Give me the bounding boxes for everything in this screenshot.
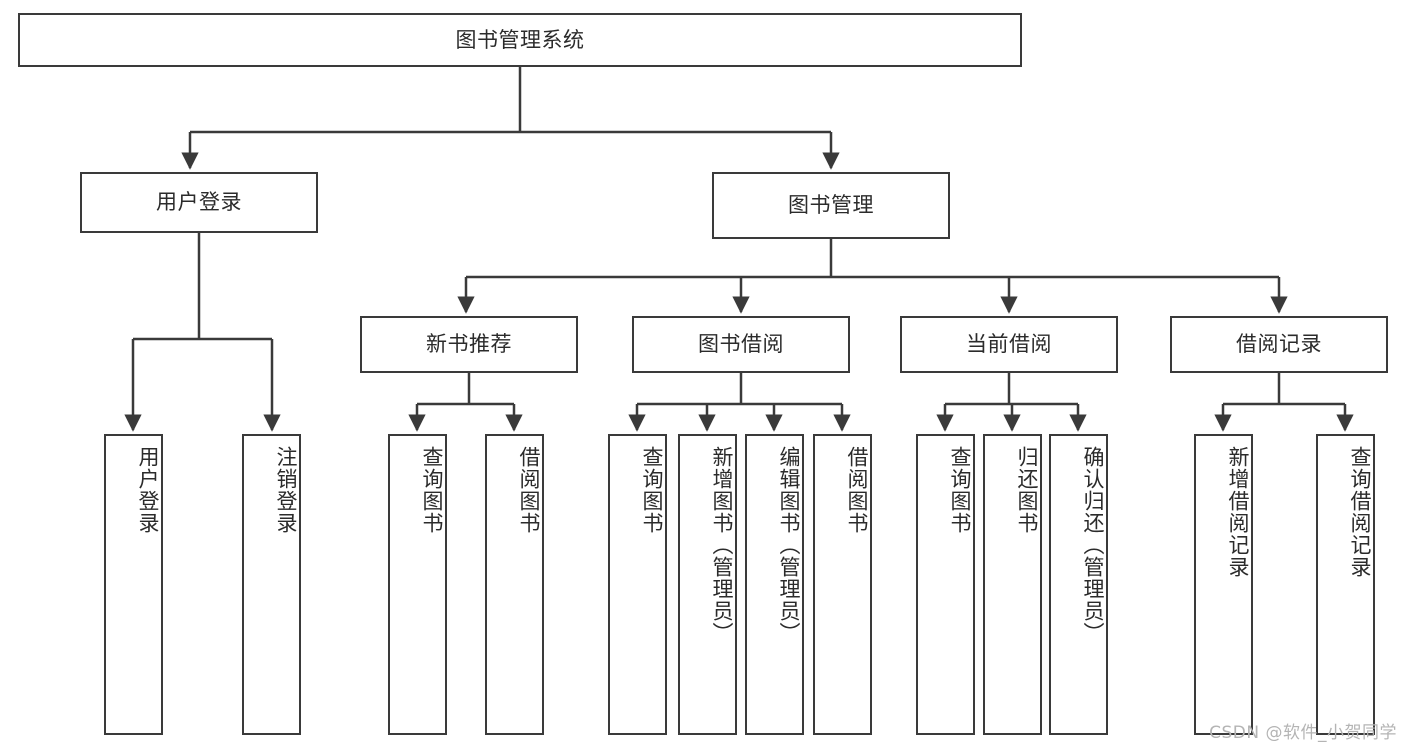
leaf-query-borrow-record[interactable]: 查询借阅记录: [1316, 434, 1375, 735]
node-label: 用户登录: [156, 190, 242, 215]
leaf-logout[interactable]: 注销登录: [242, 434, 301, 735]
leaf-edit-book[interactable]: 编辑图书（管理员）: [745, 434, 804, 735]
node-label: 新增图书（管理员）: [710, 446, 734, 644]
node-book-management[interactable]: 图书管理: [712, 172, 950, 239]
node-label: 注销登录: [274, 446, 298, 534]
node-label: 归还图书: [1015, 446, 1039, 534]
node-borrow-record[interactable]: 借阅记录: [1170, 316, 1388, 373]
node-root-book-management-system[interactable]: 图书管理系统: [18, 13, 1022, 67]
node-label: 查询图书: [948, 446, 972, 534]
node-label: 借阅图书: [517, 446, 541, 534]
node-user-login[interactable]: 用户登录: [80, 172, 318, 233]
node-label: 借阅记录: [1236, 332, 1322, 357]
node-current-borrow[interactable]: 当前借阅: [900, 316, 1118, 373]
node-label: 查询图书: [640, 446, 664, 534]
node-label: 新增借阅记录: [1226, 446, 1250, 578]
node-label: 图书借阅: [698, 332, 784, 357]
leaf-add-book[interactable]: 新增图书（管理员）: [678, 434, 737, 735]
node-label: 图书管理: [788, 193, 874, 218]
leaf-borrow-book-2[interactable]: 借阅图书: [813, 434, 872, 735]
leaf-query-book-3[interactable]: 查询图书: [916, 434, 975, 735]
watermark: CSDN @软件_小贺同学: [1209, 723, 1397, 743]
node-book-borrow[interactable]: 图书借阅: [632, 316, 850, 373]
node-new-book-recommend[interactable]: 新书推荐: [360, 316, 578, 373]
node-label: 新书推荐: [426, 332, 512, 357]
leaf-return-book[interactable]: 归还图书: [983, 434, 1042, 735]
node-label: 借阅图书: [845, 446, 869, 534]
leaf-borrow-book-1[interactable]: 借阅图书: [485, 434, 544, 735]
node-label: 查询图书: [420, 446, 444, 534]
node-label: 确认归还（管理员）: [1081, 446, 1105, 644]
leaf-query-book-2[interactable]: 查询图书: [608, 434, 667, 735]
node-label: 编辑图书（管理员）: [777, 446, 801, 644]
node-label: 图书管理系统: [455, 27, 585, 52]
leaf-user-login[interactable]: 用户登录: [104, 434, 163, 735]
node-label: 用户登录: [136, 446, 160, 534]
leaf-query-book-1[interactable]: 查询图书: [388, 434, 447, 735]
node-label: 查询借阅记录: [1348, 446, 1372, 578]
leaf-confirm-return[interactable]: 确认归还（管理员）: [1049, 434, 1108, 735]
node-label: 当前借阅: [966, 332, 1052, 357]
leaf-add-borrow-record[interactable]: 新增借阅记录: [1194, 434, 1253, 735]
